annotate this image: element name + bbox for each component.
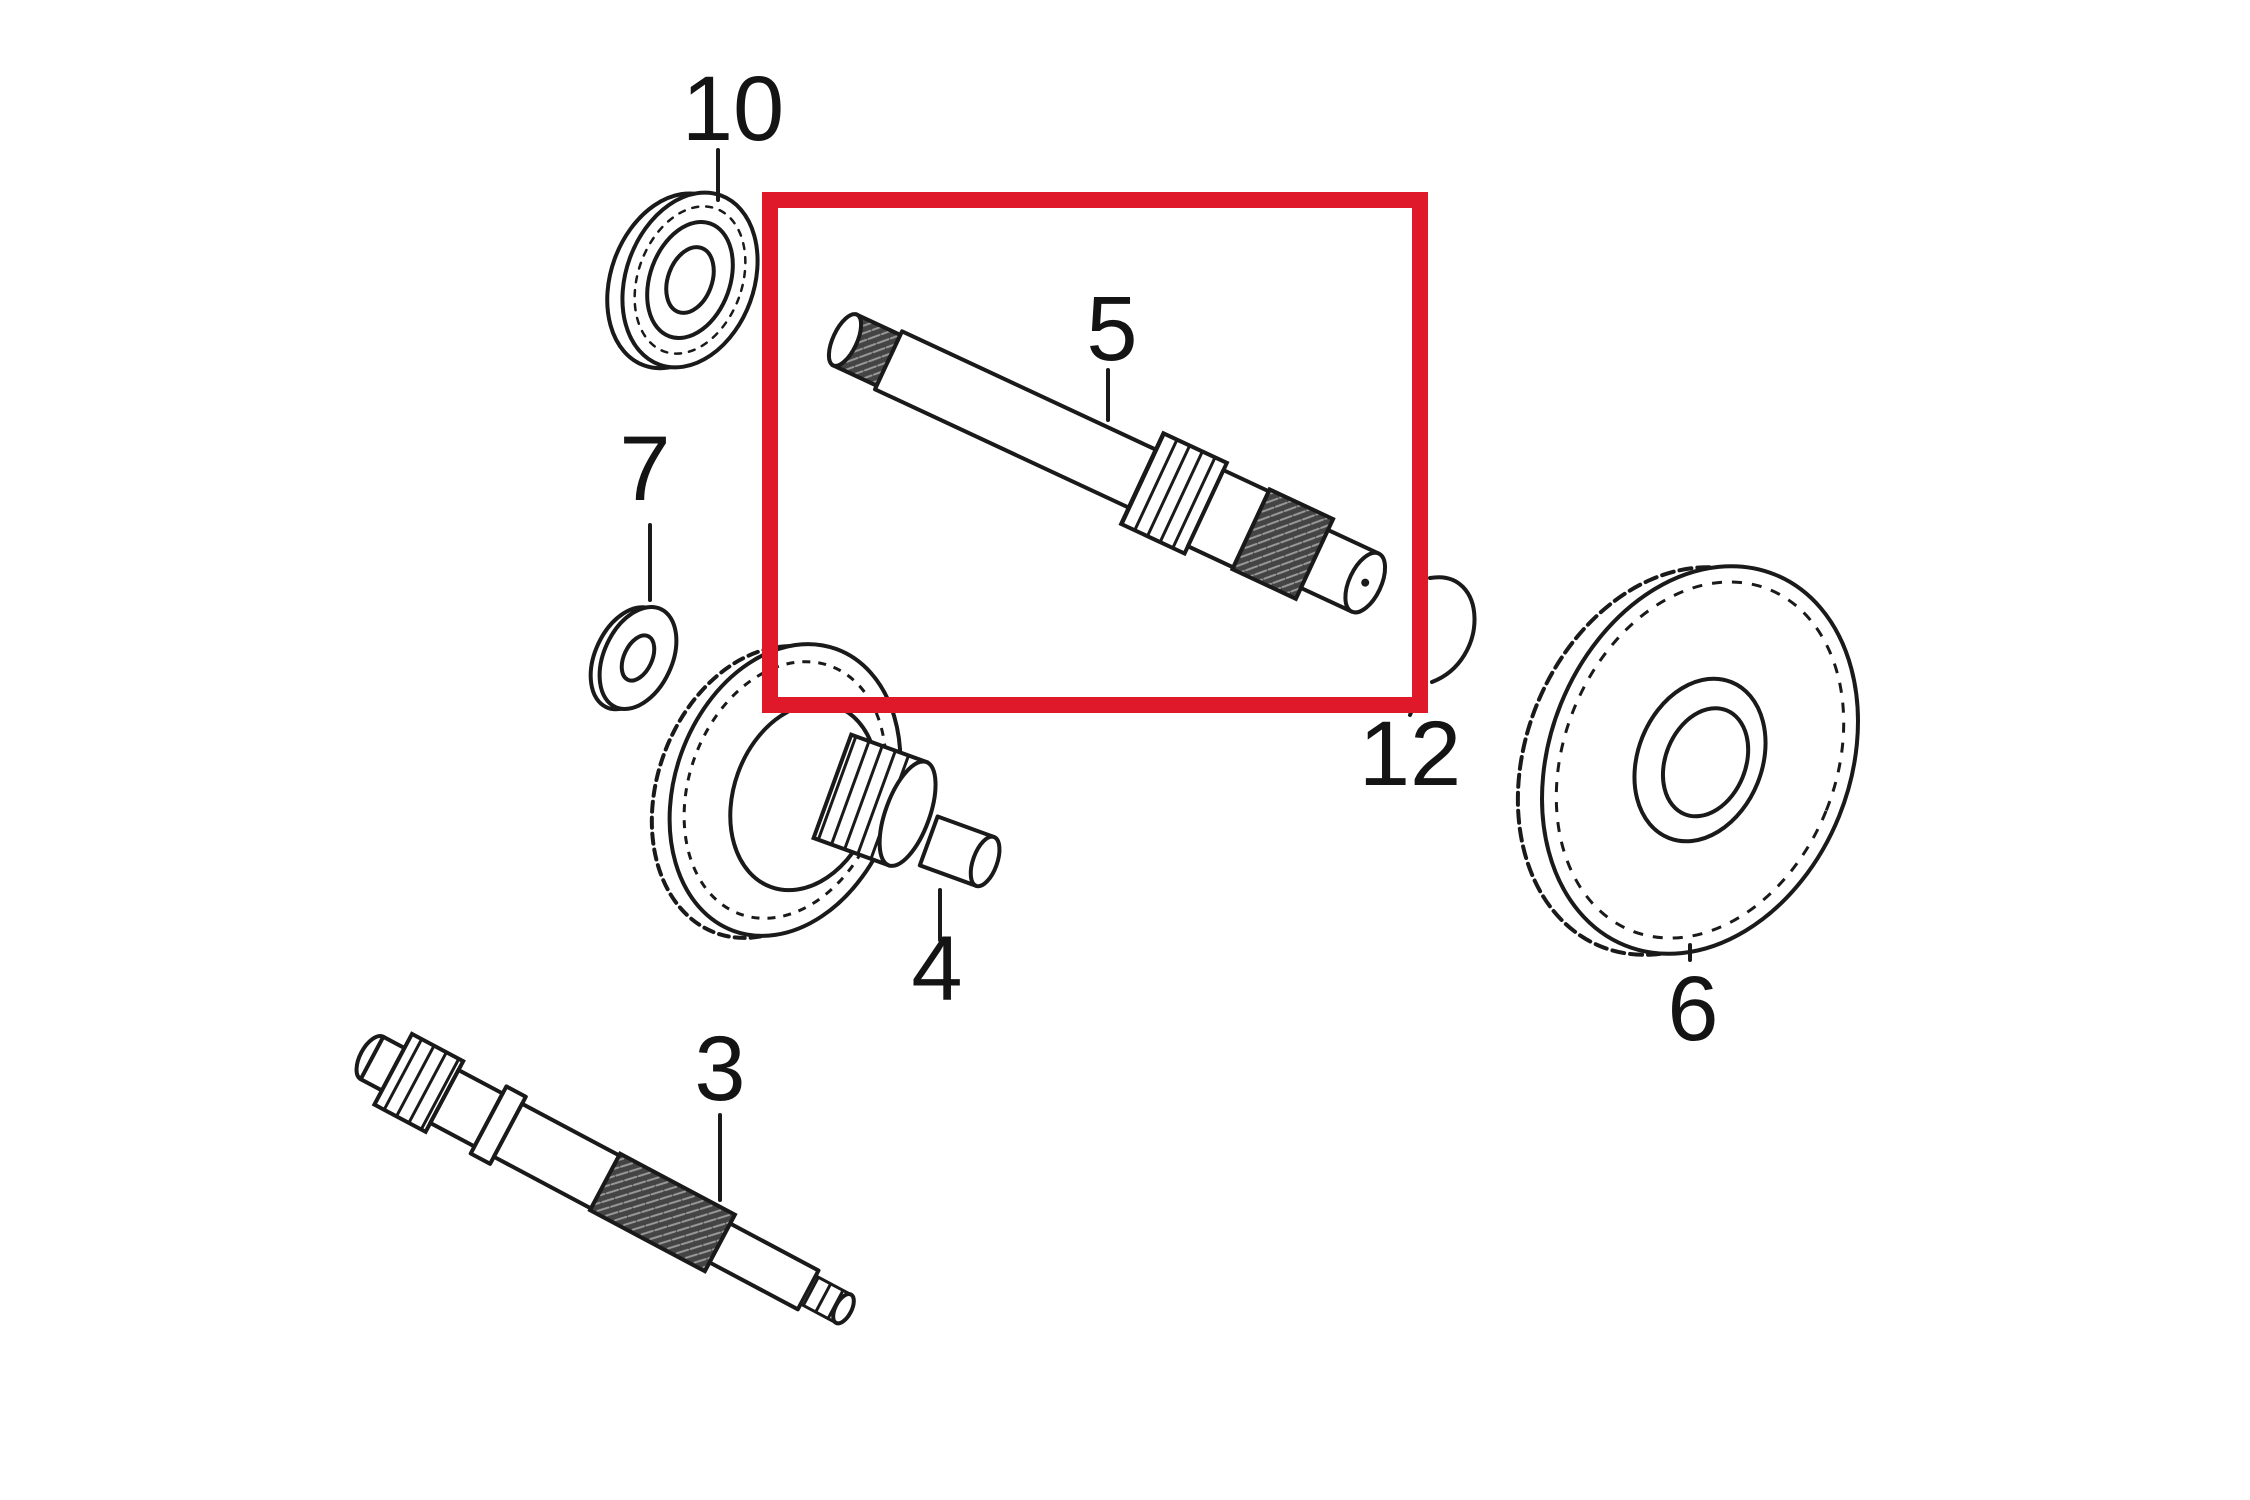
part-10-bearing: 10 (605, 58, 784, 371)
part-label-4: 4 (911, 918, 962, 1020)
part-6-gear: 6 (1515, 564, 1860, 1060)
part-3-shaft: 3 (354, 1018, 856, 1326)
part-label-5: 5 (1086, 278, 1137, 380)
part-label-10: 10 (682, 58, 784, 160)
highlight-box-part-5 (762, 192, 1428, 713)
part-label-3: 3 (694, 1018, 745, 1120)
part-7-washer: 7 (588, 418, 679, 712)
part-label-6: 6 (1667, 958, 1718, 1060)
part-5-shaft: 5 (826, 278, 1388, 615)
part-12-circlip: 12 (1359, 575, 1477, 805)
part-4-gear: 4 (649, 642, 1002, 1020)
part-label-12: 12 (1359, 703, 1461, 805)
part-label-7: 7 (619, 418, 670, 520)
